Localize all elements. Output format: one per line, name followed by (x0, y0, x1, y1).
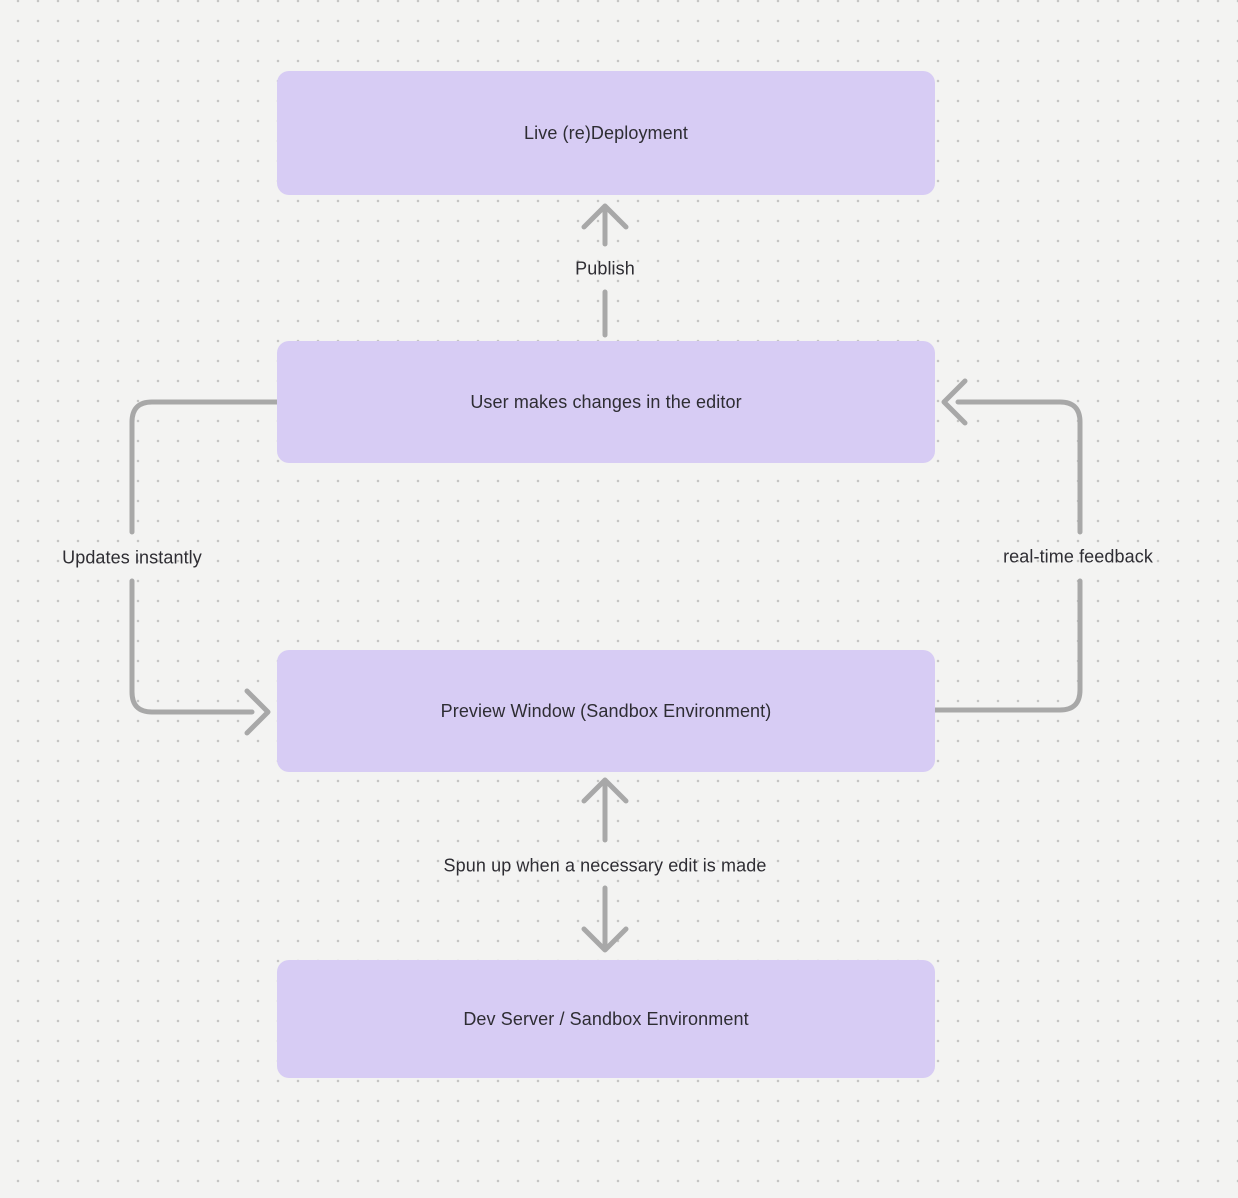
arrow-right-icon (244, 688, 271, 736)
edge-updates-upper-segment (129, 399, 280, 535)
node-live-redeployment: Live (re)Deployment (277, 71, 935, 195)
edge-realtime-feedback (932, 378, 1083, 713)
edge-feedback-upper-segment (955, 399, 1083, 535)
edge-updates-lower-segment (129, 578, 255, 715)
edge-label-publish: Publish (575, 258, 635, 279)
edge-label-realtime-feedback: real-time feedback (1003, 546, 1153, 567)
arrow-up-icon (581, 777, 629, 804)
arrow-up-icon (581, 203, 629, 230)
edge-label-spun-up: Spun up when a necessary edit is made (443, 855, 767, 876)
node-preview-window-label: Preview Window (Sandbox Environment) (440, 700, 772, 721)
node-dev-server-label: Dev Server / Sandbox Environment (463, 1008, 749, 1029)
arrow-left-icon (941, 378, 968, 426)
node-user-makes-changes-label: User makes changes in the editor (470, 391, 742, 412)
edge-label-updates-instantly: Updates instantly (62, 547, 202, 568)
arrow-down-icon (581, 926, 629, 953)
edge-feedback-lower-segment (932, 578, 1083, 713)
edge-spun-up (581, 777, 629, 953)
edge-updates-instantly (129, 399, 280, 736)
node-user-makes-changes: User makes changes in the editor (277, 341, 935, 463)
node-dev-server: Dev Server / Sandbox Environment (277, 960, 935, 1078)
edge-publish (581, 203, 629, 338)
node-preview-window: Preview Window (Sandbox Environment) (277, 650, 935, 772)
node-live-redeployment-label: Live (re)Deployment (524, 122, 688, 143)
